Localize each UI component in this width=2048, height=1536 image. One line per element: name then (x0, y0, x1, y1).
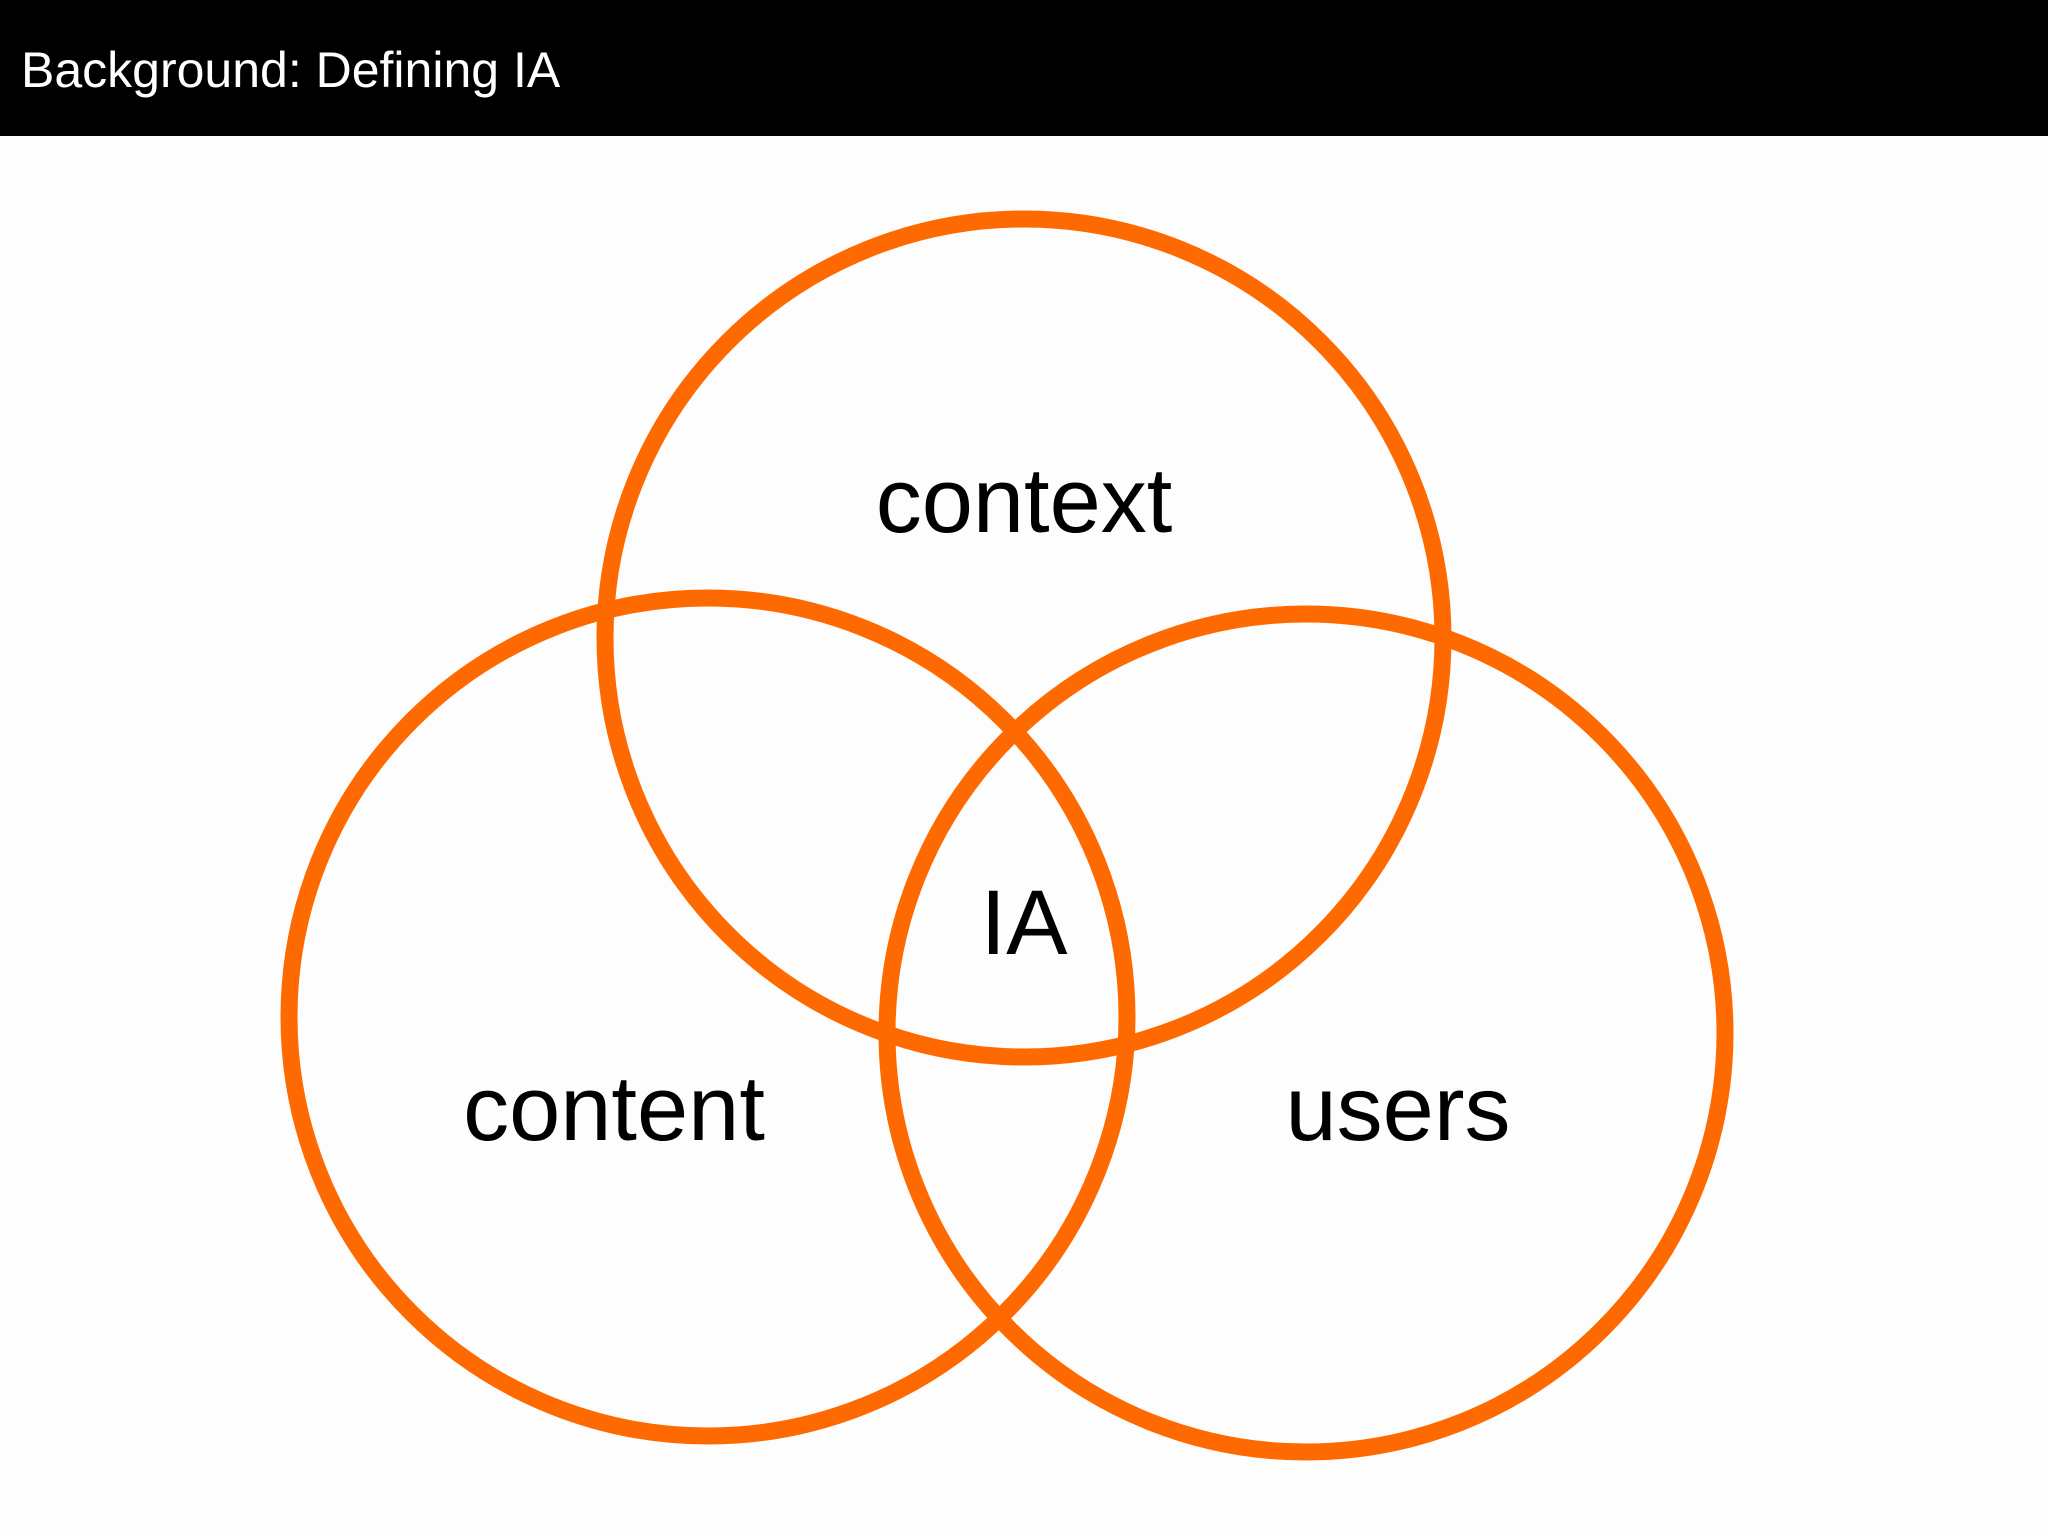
intersection-label: IA (981, 872, 1069, 974)
users-circle (878, 605, 1734, 1461)
context-label: context (876, 450, 1173, 552)
title-bar: Background: Defining IA (0, 0, 2048, 136)
content-circle (280, 589, 1136, 1445)
slide-title: Background: Defining IA (21, 42, 561, 98)
users-label: users (1286, 1058, 1511, 1160)
content-label: content (463, 1058, 765, 1160)
